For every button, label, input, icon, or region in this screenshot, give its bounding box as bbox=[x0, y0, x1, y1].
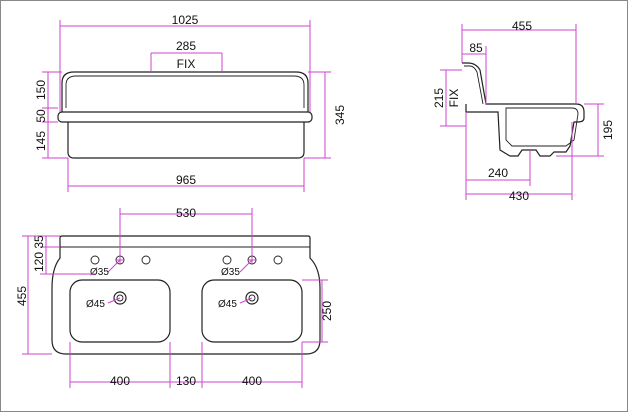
dim-215: 215 bbox=[432, 88, 446, 108]
side-bowl-inner bbox=[505, 107, 579, 147]
dim-455-side: 455 bbox=[512, 19, 532, 33]
dim-145: 145 bbox=[34, 131, 48, 151]
dim-345: 345 bbox=[333, 105, 347, 125]
bowl-left bbox=[69, 279, 171, 343]
front-view: 1025 285 FIX 150 50 145 345 965 bbox=[34, 13, 347, 192]
dim-400-right: 400 bbox=[242, 374, 262, 388]
tap-hole bbox=[222, 255, 232, 265]
dim-1025: 1025 bbox=[172, 13, 199, 27]
tap-hole bbox=[141, 255, 151, 265]
front-lip bbox=[57, 111, 313, 123]
dim-130: 130 bbox=[176, 374, 196, 388]
dim-35-edge: 35 bbox=[32, 235, 46, 249]
fix-label-front: FIX bbox=[177, 57, 196, 71]
dim-120: 120 bbox=[32, 252, 46, 272]
dim-195: 195 bbox=[601, 120, 615, 140]
waste-hole-right bbox=[245, 291, 259, 305]
tap-hole-right-label: Ø35 bbox=[221, 267, 240, 278]
tap-hole-left-label: Ø35 bbox=[90, 267, 109, 278]
tap-hole bbox=[273, 255, 283, 265]
dim-430: 430 bbox=[509, 189, 529, 203]
plan-view: Ø35 Ø35 Ø45 Ø45 530 35 120 455 250 bbox=[15, 206, 334, 388]
tap-hole bbox=[90, 255, 100, 265]
side-view: 455 85 215 FIX 195 240 430 bbox=[432, 19, 615, 203]
dim-250: 250 bbox=[320, 301, 334, 321]
dim-965: 965 bbox=[176, 173, 196, 187]
front-top-rim-inner bbox=[65, 75, 305, 108]
fix-label-side: FIX bbox=[447, 89, 461, 108]
side-upstand-inner bbox=[464, 65, 484, 105]
dim-240: 240 bbox=[488, 166, 508, 180]
side-profile bbox=[462, 62, 585, 157]
plan-outline bbox=[51, 235, 321, 355]
dim-50: 50 bbox=[34, 109, 48, 123]
front-top-rim bbox=[61, 71, 309, 112]
dim-455-plan: 455 bbox=[15, 286, 29, 306]
waste-left-label: Ø45 bbox=[86, 299, 105, 310]
waste-right-label: Ø45 bbox=[218, 299, 237, 310]
waste-hole-left bbox=[113, 291, 127, 305]
dim-85: 85 bbox=[469, 41, 483, 55]
dim-150: 150 bbox=[34, 80, 48, 100]
front-body bbox=[67, 122, 305, 159]
dim-285: 285 bbox=[176, 39, 196, 53]
dim-530: 530 bbox=[176, 206, 196, 220]
bowl-right bbox=[201, 279, 303, 343]
dim-400-left: 400 bbox=[110, 374, 130, 388]
